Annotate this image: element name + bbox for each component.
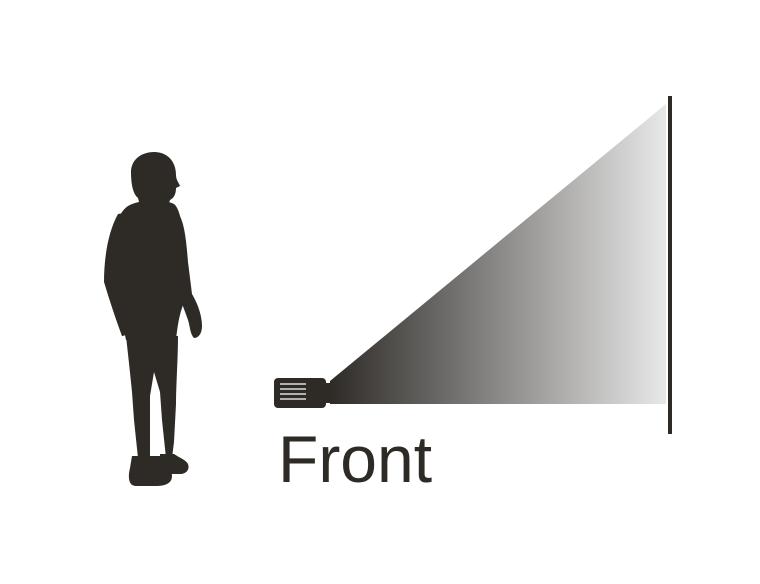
projection-mode-caption: Front: [278, 422, 433, 496]
projection-beam: [330, 104, 666, 404]
person-silhouette-icon: [104, 152, 202, 486]
projection-screen-icon: [668, 96, 672, 434]
projector-icon: [274, 378, 330, 408]
